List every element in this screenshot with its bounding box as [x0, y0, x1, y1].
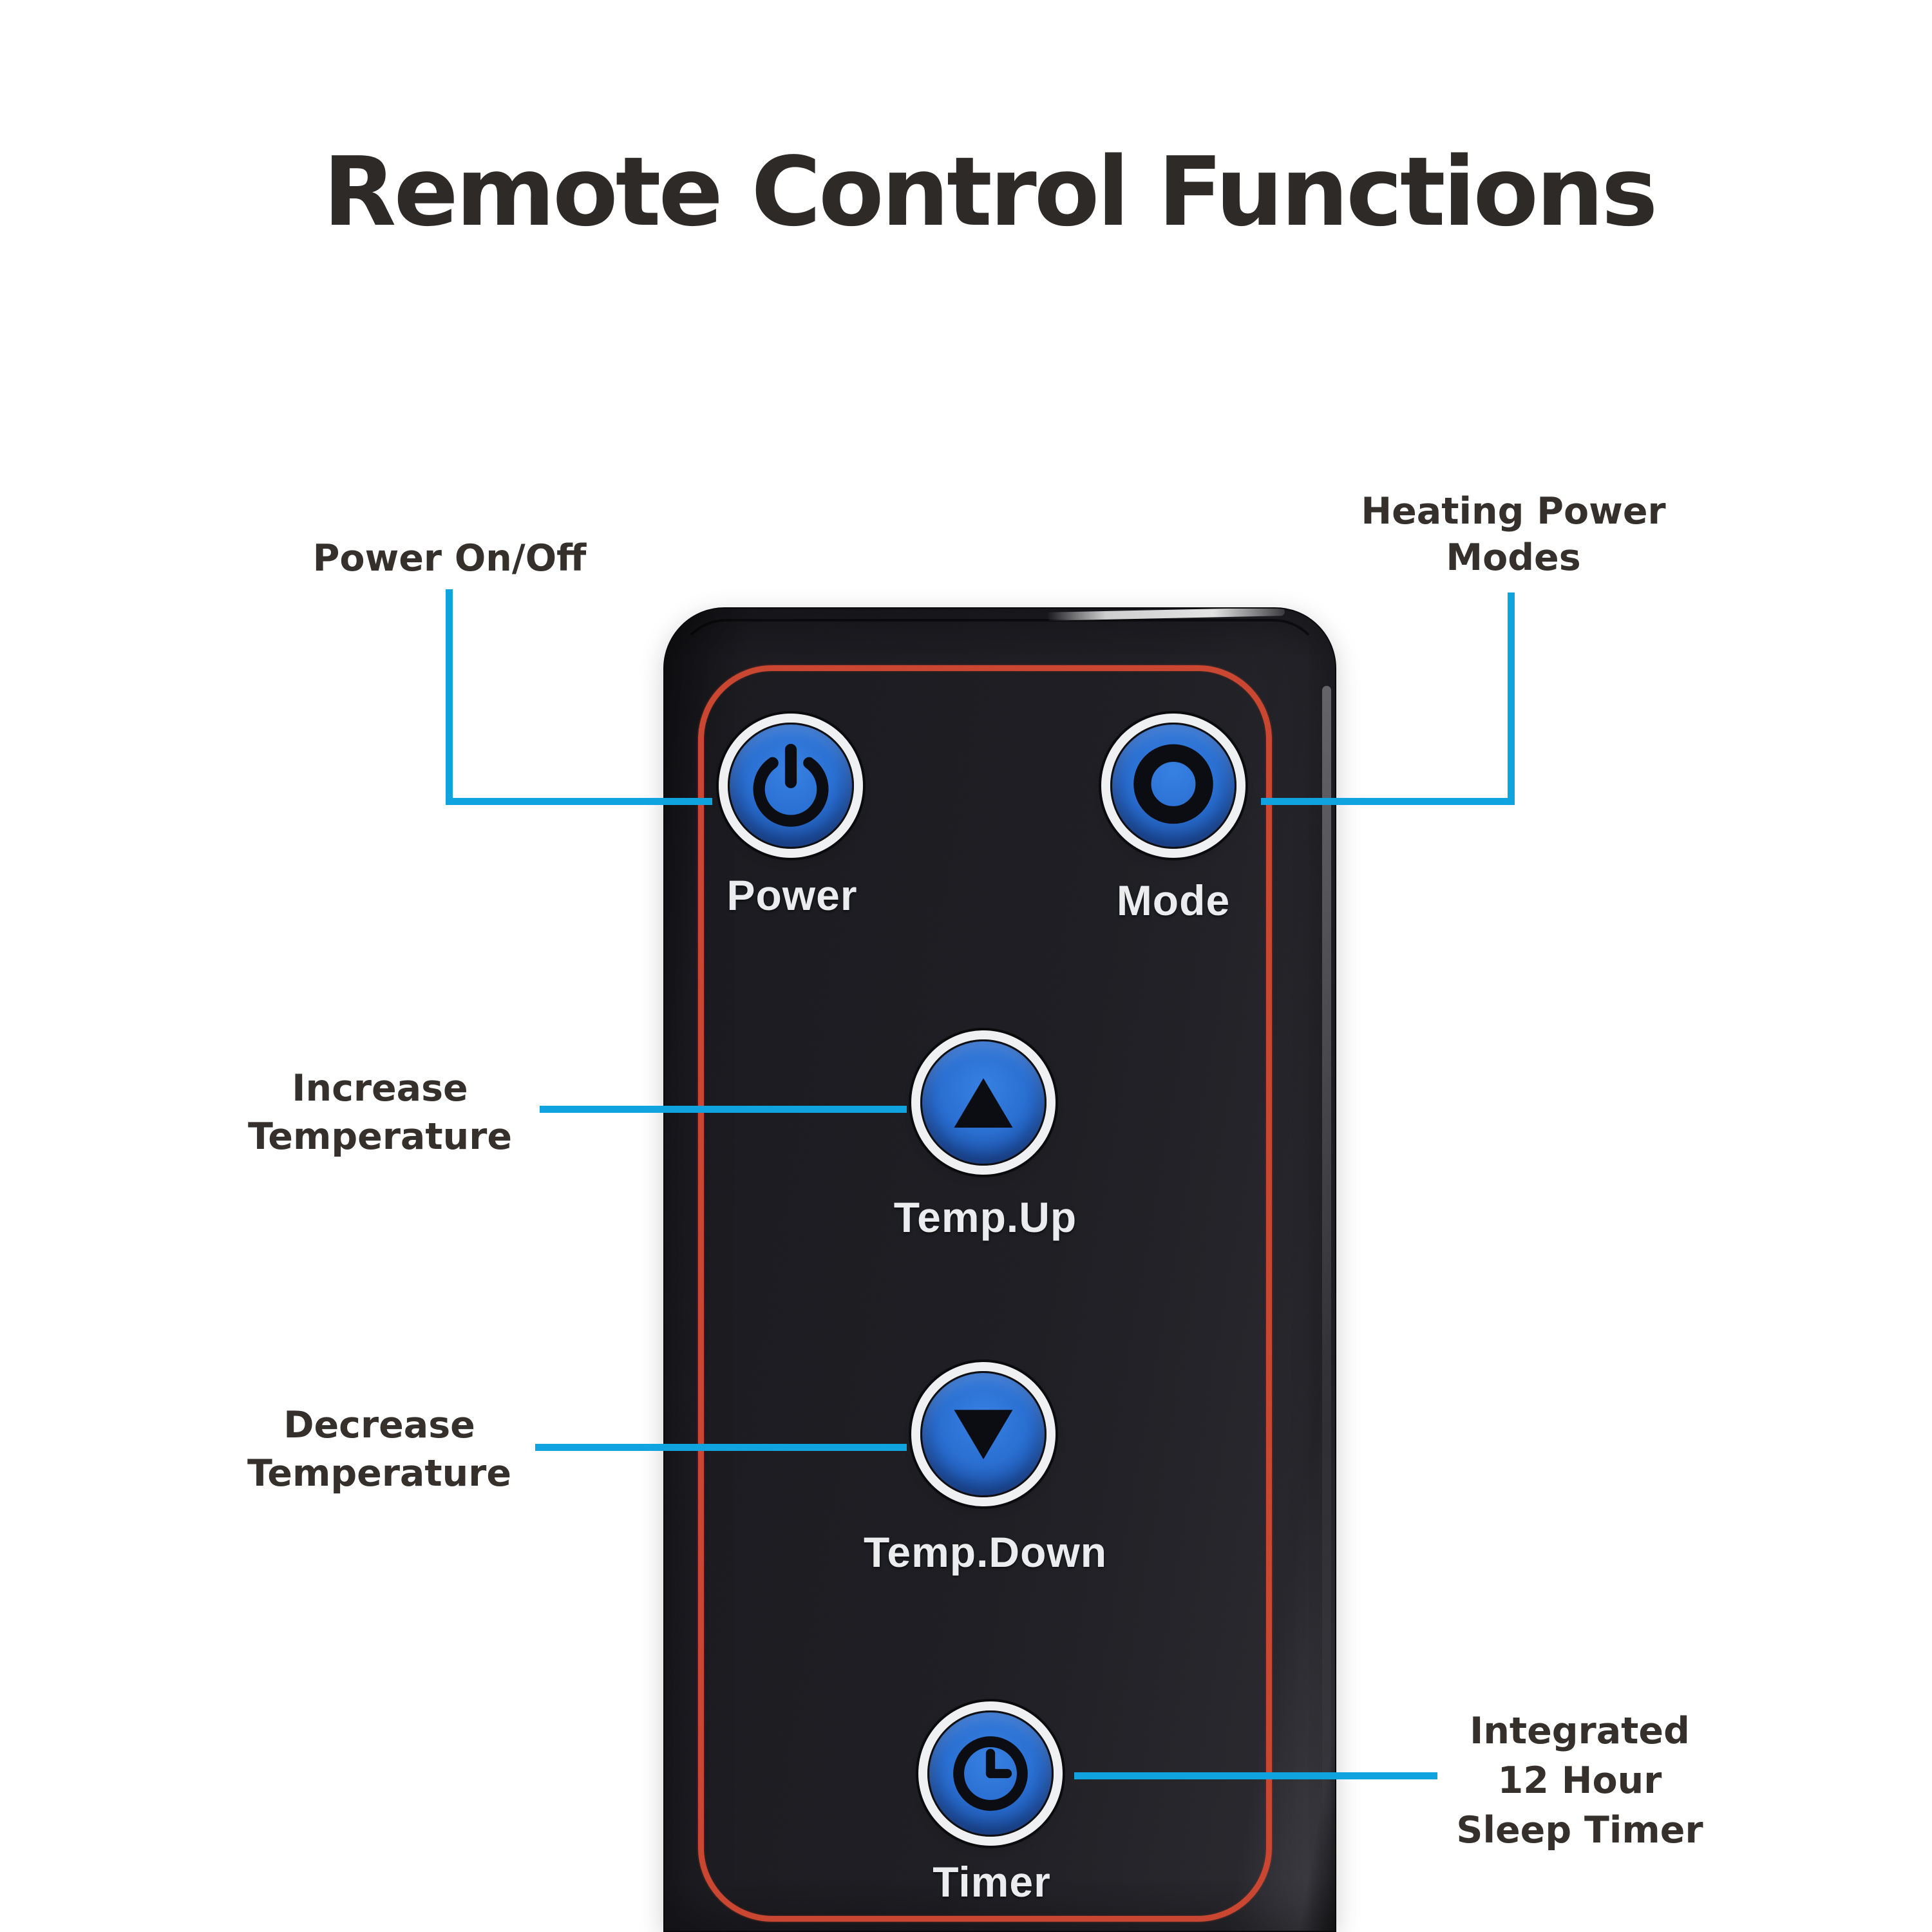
temp-down-button[interactable] — [920, 1371, 1046, 1497]
callout-line-power-horizontal — [446, 798, 712, 805]
triangle-down-icon — [954, 1410, 1013, 1459]
clock-icon — [953, 1736, 1028, 1811]
timer-button-label: Timer — [933, 1858, 1051, 1906]
callout-label-decrease-temperature: Decrease Temperature — [247, 1404, 511, 1495]
callout-label-sleep-timer: Integrated 12 Hour Sleep Timer — [1456, 1710, 1703, 1852]
triangle-up-icon — [954, 1078, 1013, 1128]
callout-line-mode-vertical — [1508, 592, 1515, 805]
timer-button[interactable] — [927, 1710, 1054, 1837]
temp-down-button-label: Temp.Down — [863, 1528, 1108, 1576]
callout-line-decrease-horizontal — [535, 1444, 907, 1451]
mode-button[interactable] — [1110, 723, 1236, 849]
callout-label-increase-temperature: Increase Temperature — [248, 1067, 512, 1158]
callout-label-heating-power-modes: Heating Power Modes — [1361, 490, 1666, 579]
callout-label-power-onoff: Power On/Off — [312, 537, 587, 580]
callout-line-power-vertical — [446, 589, 453, 805]
callout-line-increase-horizontal — [540, 1106, 907, 1113]
mode-ring-icon — [1133, 744, 1213, 824]
power-button-label: Power — [726, 871, 858, 919]
mode-button-label: Mode — [1116, 876, 1231, 924]
temp-up-button[interactable] — [920, 1039, 1046, 1166]
temp-up-button-label: Temp.Up — [893, 1193, 1077, 1241]
power-button[interactable] — [728, 723, 854, 849]
page-title: Remote Control Functions — [323, 137, 1658, 247]
callout-line-timer-horizontal — [1074, 1772, 1437, 1779]
power-icon — [753, 744, 829, 827]
remote-side-highlight — [1322, 686, 1331, 1931]
callout-line-mode-horizontal — [1261, 798, 1515, 805]
